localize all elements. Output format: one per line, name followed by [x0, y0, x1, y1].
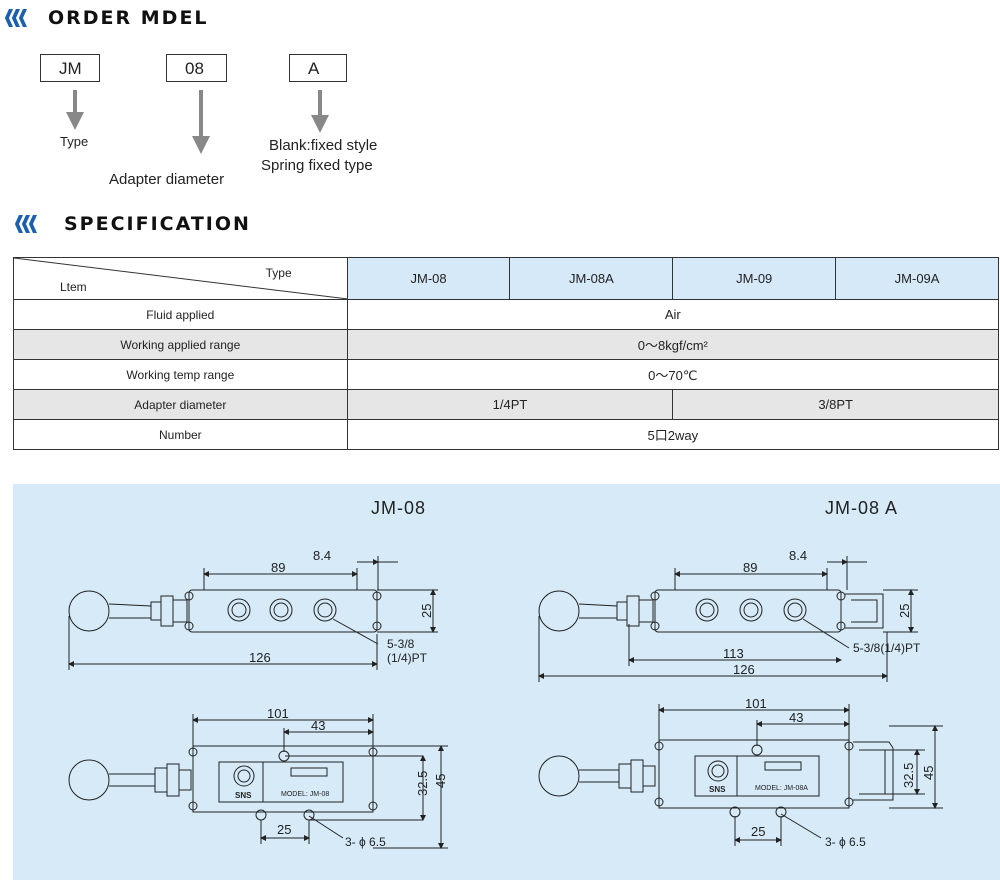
type-code-box: JM	[40, 54, 100, 82]
dim-text: 43	[311, 718, 325, 733]
row-label: Working applied range	[13, 329, 348, 360]
table-row: Working applied range 0～8kgf/cm²	[13, 329, 1000, 360]
section-chevron-icon	[4, 9, 27, 27]
hole-text: 3- ϕ 6.5	[825, 835, 866, 849]
dim-text: 32.5	[415, 771, 430, 796]
dim-text: 101	[267, 706, 289, 721]
port-text: 5-3/8(1/4)PT	[853, 641, 921, 655]
right-top-view	[538, 704, 943, 846]
dim-text: 113	[723, 646, 744, 661]
model-plate-text: MODEL: JM-08	[281, 791, 329, 798]
model-header: JM-08	[346, 257, 511, 300]
brand-logo-text: SNS	[235, 791, 252, 800]
order-model-title: ORDER MDEL	[48, 7, 209, 29]
model-header: JM-08A	[509, 257, 674, 300]
table-row: Adapter diameter 1/4PT 3/8PT	[13, 389, 999, 420]
specification-title: SPECIFICATION	[64, 213, 251, 235]
right-side-view	[538, 556, 918, 682]
adapter-code-box: 08	[166, 54, 227, 82]
type-arrow-icon	[66, 90, 84, 130]
row-label: Fluid applied	[13, 299, 348, 330]
table-corner-cell: Type Ltem	[13, 257, 348, 300]
row-label: Working temp range	[13, 359, 348, 390]
style-label-line1: Blank:fixed style	[269, 137, 378, 154]
dim-text: 25	[897, 604, 912, 618]
row-value: 0～8kgf/cm²	[346, 329, 1000, 360]
technical-drawing: 89 8.4 25 126 5-3/8 (1/4)PT 101 43 32.5 …	[68, 548, 943, 849]
dim-text: 25	[751, 824, 765, 839]
model-plate-text: MODEL: JM-08A	[755, 785, 808, 792]
adapter-arrow-icon	[192, 90, 210, 154]
corner-type-label: Type	[265, 266, 292, 280]
style-code-box: A	[289, 54, 347, 82]
dim-text: 126	[249, 650, 271, 665]
corner-diagonal	[14, 258, 348, 299]
left-side-view	[68, 556, 438, 670]
dim-text: 101	[745, 696, 767, 711]
section-chevron-icon	[14, 215, 37, 233]
model-header: JM-09A	[835, 257, 999, 300]
style-label-line2: Spring fixed type	[261, 157, 373, 174]
type-label: Type	[60, 134, 89, 149]
row-label: Number	[13, 419, 348, 450]
dim-text: 45	[433, 774, 448, 788]
dim-text: 89	[271, 560, 285, 575]
left-drawing-title: JM-08	[371, 498, 427, 518]
specification-table: Type Ltem JM-08 JM-08A JM-09 JM-09A Flui…	[13, 257, 1000, 450]
right-drawing-title: JM-08 A	[825, 498, 899, 518]
dim-text: 126	[733, 662, 755, 677]
row-value: 5口2way	[346, 419, 1000, 450]
adapter-diameter-label: Adapter diameter	[109, 171, 225, 188]
dim-text: 89	[743, 560, 757, 575]
row-label: Adapter diameter	[13, 389, 348, 420]
corner-item-label: Ltem	[60, 280, 87, 294]
style-arrow-icon	[311, 90, 329, 133]
row-value: Air	[346, 299, 1000, 330]
row-value-left: 1/4PT	[346, 389, 674, 420]
table-row: Number 5口2way	[13, 419, 1000, 450]
dim-text: 32.5	[901, 763, 916, 788]
table-row: Working temp range 0～70℃	[13, 359, 1000, 390]
table-row: Fluid applied Air	[13, 299, 1000, 330]
dim-text: 43	[789, 710, 803, 725]
row-value-right: 3/8PT	[672, 389, 999, 420]
row-value: 0～70℃	[346, 359, 1000, 390]
port-text: 5-3/8	[387, 637, 415, 651]
brand-logo-text: SNS	[709, 785, 726, 794]
hole-text: 3- ϕ 6.5	[345, 835, 386, 849]
dim-text: 8.4	[313, 548, 331, 563]
model-header: JM-09	[672, 257, 837, 300]
port-text: (1/4)PT	[387, 651, 428, 665]
dim-text: 8.4	[789, 548, 807, 563]
dim-text: 25	[277, 822, 291, 837]
dim-text: 25	[419, 604, 434, 618]
dim-text: 45	[921, 766, 936, 780]
dimension-drawing-panel: JM-08 JM-08 A	[13, 484, 1000, 880]
left-top-view	[68, 714, 448, 849]
